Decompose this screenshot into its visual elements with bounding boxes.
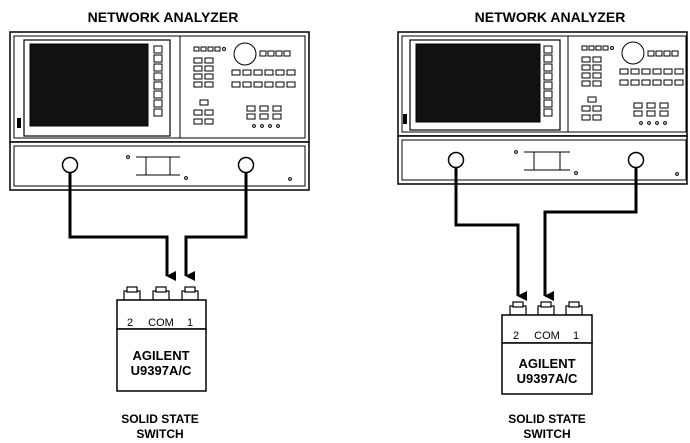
softkeys-right	[543, 45, 553, 117]
setup-left: NETWORK ANALYZER	[9, 9, 310, 441]
analyzer-screen-right	[415, 43, 541, 123]
analyzer-label-left: NETWORK ANALYZER	[88, 9, 239, 25]
network-analyzer-right	[397, 31, 688, 137]
cables-left	[68, 172, 248, 281]
key-panel-left	[193, 42, 296, 128]
power-indicator-right	[403, 114, 407, 124]
switch-name-line2-right: U9397A/C	[517, 371, 578, 386]
cable-port2-to-com-right	[543, 167, 638, 301]
switch-name-line2-left: U9397A/C	[131, 363, 192, 378]
caption-line2-right: SWITCH	[523, 427, 570, 441]
setup-right: NETWORK ANALYZER	[397, 9, 688, 441]
analyzer-port-1-right	[447, 151, 465, 169]
analyzer-port-2-left	[237, 156, 255, 174]
caption-line1-left: SOLID STATE	[121, 412, 199, 426]
test-set-left	[9, 141, 310, 191]
softkeys-left	[153, 45, 163, 117]
switch-port-label-com-left: COM	[148, 317, 174, 329]
rotary-knob-right	[621, 41, 645, 65]
switch-name-line1-right: AGILENT	[518, 356, 575, 371]
cable-port1-to-port2-right	[454, 167, 527, 301]
analyzer-port-1-left	[61, 156, 79, 174]
solid-state-switch-right: 2 COM 1 AGILENT U9397A/C	[501, 301, 593, 395]
switch-connectors-left	[123, 286, 199, 301]
switch-port-label-2-left: 2	[127, 317, 133, 329]
network-analyzer-left	[9, 31, 310, 143]
key-panel-right	[581, 41, 684, 125]
rotary-knob-left	[233, 42, 257, 66]
caption-line1-right: SOLID STATE	[508, 412, 586, 426]
analyzer-port-2-right	[627, 151, 645, 169]
switch-port-label-com-right: COM	[534, 330, 560, 342]
caption-line2-left: SWITCH	[136, 427, 183, 441]
test-set-symbol-left	[126, 155, 188, 180]
cable-port2-to-port1-left	[184, 172, 248, 281]
switch-connectors-right	[509, 301, 583, 316]
cables-right	[454, 167, 638, 301]
switch-port-label-2-right: 2	[513, 330, 519, 342]
analyzer-screen-left	[29, 43, 149, 127]
test-set-symbol-right	[514, 150, 578, 175]
test-set-right	[397, 135, 688, 185]
solid-state-switch-left: 2 COM 1 AGILENT U9397A/C	[116, 286, 207, 392]
power-indicator-left	[17, 118, 21, 128]
switch-port-label-1-left: 1	[187, 317, 193, 329]
analyzer-label-right: NETWORK ANALYZER	[475, 9, 626, 25]
cable-port1-to-com-left	[68, 172, 176, 281]
switch-name-line1-left: AGILENT	[132, 348, 189, 363]
switch-port-label-1-right: 1	[573, 330, 579, 342]
